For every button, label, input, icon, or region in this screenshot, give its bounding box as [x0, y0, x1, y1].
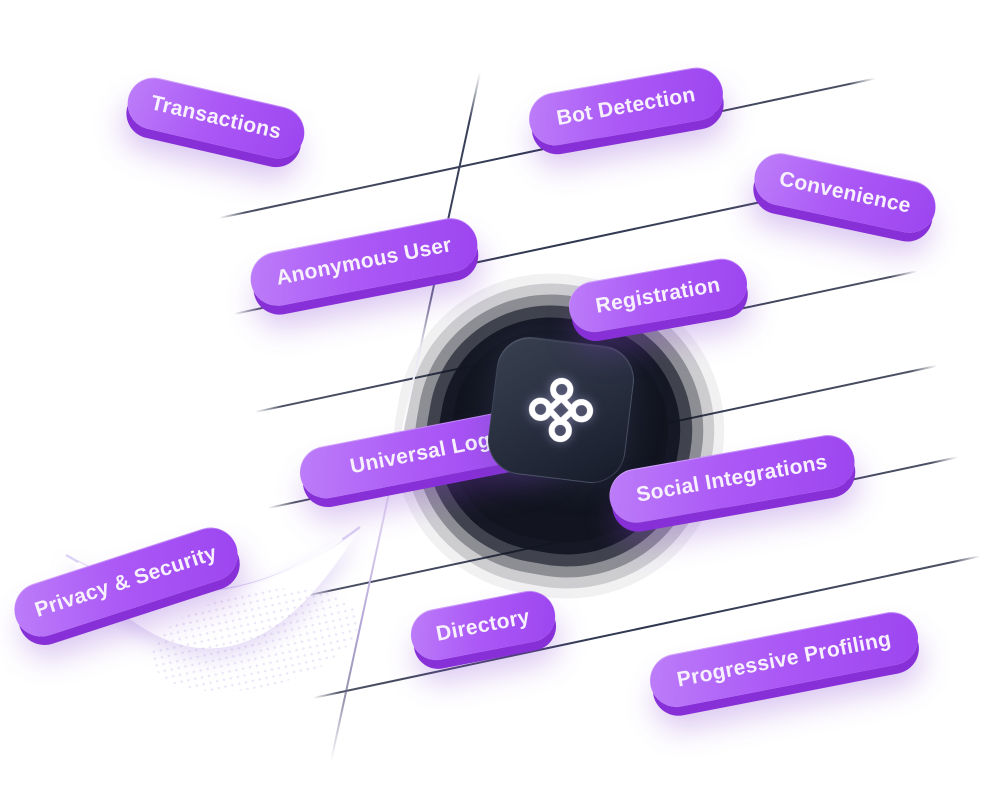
pill-label: Progressive Profiling [674, 626, 893, 692]
pill-progressive-profiling: Progressive Profiling [645, 607, 923, 712]
pill-label: Convenience [777, 167, 914, 218]
pill-label: Bot Detection [554, 82, 698, 130]
pill-label: Directory [434, 604, 532, 646]
pill-label: Registration [593, 272, 723, 318]
pill-registration: Registration [564, 254, 752, 337]
pill-convenience: Convenience [749, 148, 941, 238]
pill-label: Transactions [148, 91, 284, 144]
pill-anonymous-user: Anonymous User [245, 213, 483, 311]
pill-transactions: Transactions [122, 72, 310, 164]
command-icon [528, 377, 594, 443]
pill-directory: Directory [406, 586, 560, 665]
pill-label: Anonymous User [274, 233, 454, 290]
pill-bot-detection: Bot Detection [524, 63, 728, 150]
center-node-tile [484, 333, 638, 487]
